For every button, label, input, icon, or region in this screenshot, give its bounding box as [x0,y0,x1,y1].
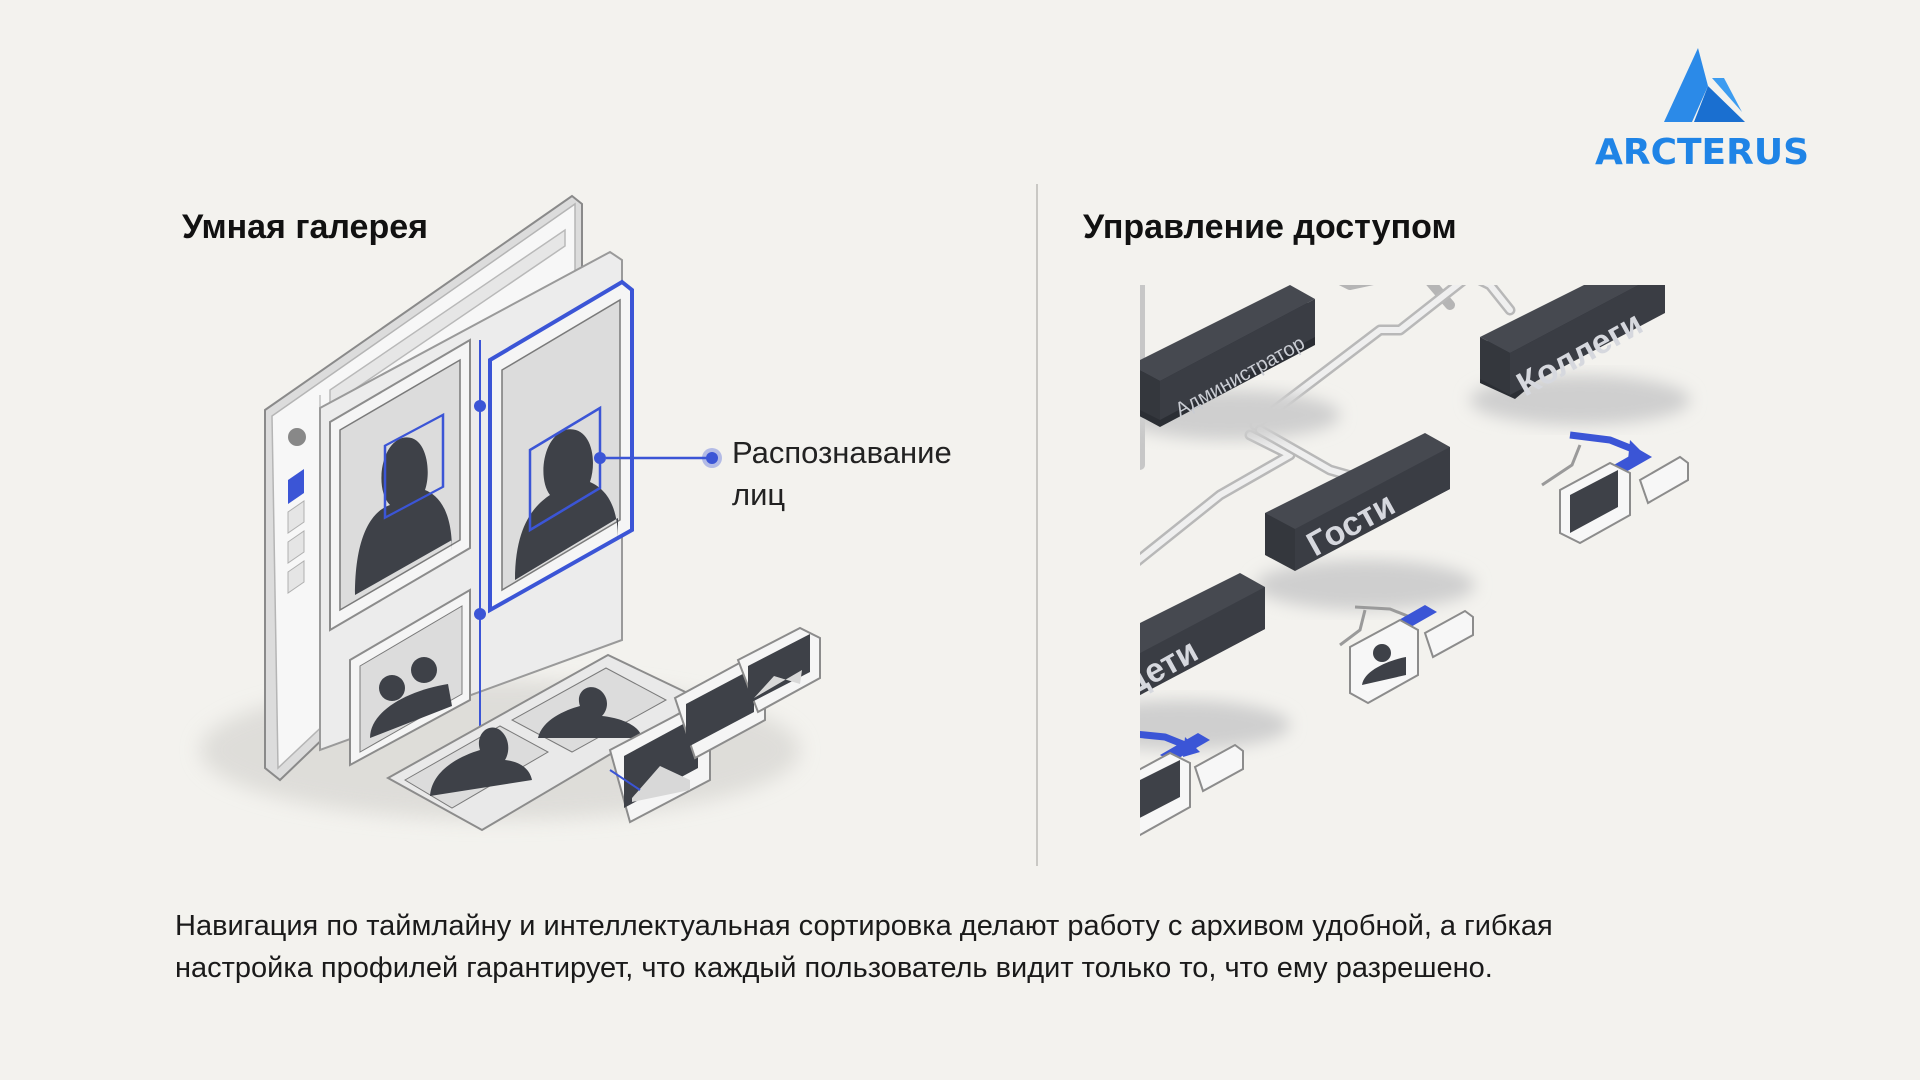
face-label-line1: Распознавание [732,435,952,470]
face-detection-box [528,405,602,533]
face-label-line2: лиц [732,477,786,512]
gallery-title: Умная галерея [182,208,428,246]
permission-set-children [1140,730,1244,837]
face-recognition-label: Распознавание лиц [732,432,952,516]
permission-set-colleagues [1541,431,1689,545]
photo-card-recognized [488,279,722,614]
access-control-illustration: Администратор Коллеги Гости Дети [1140,285,1690,837]
mountain-logo-icon [1664,48,1745,122]
description-caption: Навигация по таймлайну и интеллектуальна… [175,905,1735,989]
camera-dot [288,428,306,446]
access-title: Управление доступом [1083,208,1457,246]
photo-card-pair [349,588,471,767]
recognition-marker [706,452,718,464]
brand-logo: ARCTERUS [1595,48,1810,173]
caption-line1: Навигация по таймлайну и интеллектуальна… [175,910,1553,942]
section-divider [1036,184,1038,866]
brand-name: ARCTERUS [1595,132,1810,173]
smart-gallery-illustration [200,194,821,832]
photo-timeline-strip [385,653,705,832]
thumbnail-cards [608,626,821,824]
active-rail-item [288,469,304,504]
role-node-colleagues: Коллеги [1470,285,1690,425]
permission-set-guests [1339,605,1474,705]
role-node-admin: Администратор [1140,285,1340,440]
caption-line2: настройка профилей гарантирует, что кажд… [175,952,1493,984]
role-node-guests: Гости [1255,433,1475,610]
photo-card-woman [329,338,471,632]
role-node-children: Дети [1140,573,1290,750]
